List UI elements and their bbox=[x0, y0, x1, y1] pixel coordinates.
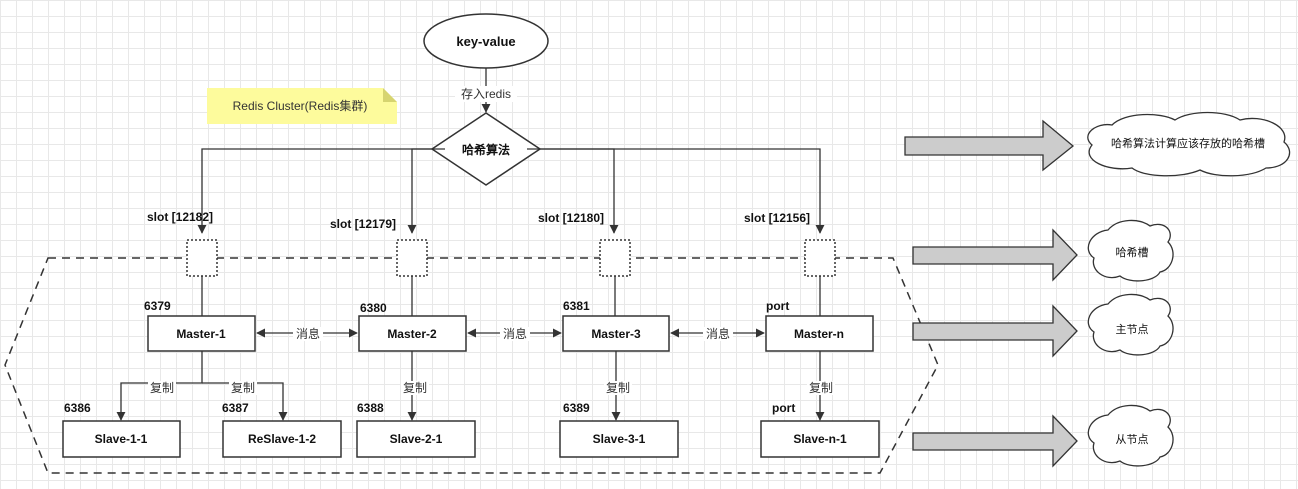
cluster-boundary bbox=[4, 257, 939, 474]
slave-port-1: 6386 bbox=[64, 401, 91, 415]
slave-port-3: 6388 bbox=[357, 401, 384, 415]
replicate-label-5: 复制 bbox=[809, 381, 833, 395]
master-port-2: 6380 bbox=[360, 301, 387, 315]
legend-arrow-slot bbox=[912, 228, 1078, 282]
slave-node-1: Slave-1-1 bbox=[62, 420, 181, 458]
master-port-4: port bbox=[766, 299, 789, 313]
slot-label-1: slot [12182] bbox=[147, 210, 213, 224]
slot-to-master-lines bbox=[201, 276, 821, 316]
replicate-label-3: 复制 bbox=[403, 381, 427, 395]
legend-arrow-master bbox=[912, 304, 1078, 358]
legend-text-slot: 哈希槽 bbox=[1116, 245, 1149, 259]
store-label: 存入redis bbox=[461, 87, 511, 101]
legend-text-slave: 从节点 bbox=[1116, 433, 1149, 446]
slave-port-4: 6389 bbox=[563, 401, 590, 415]
hash-algorithm-node: 哈希算法 bbox=[430, 112, 542, 186]
slave-port-2: 6387 bbox=[222, 401, 249, 415]
master-label-1: Master-1 bbox=[176, 327, 226, 341]
master-node-3: Master-3 bbox=[562, 315, 670, 352]
slave-label-3: Slave-2-1 bbox=[390, 432, 443, 446]
slot-label-4: slot [12156] bbox=[744, 211, 810, 225]
message-label-2: 消息 bbox=[503, 326, 527, 341]
slave-label-5: Slave-n-1 bbox=[793, 432, 847, 446]
master-node-4: Master-n bbox=[765, 315, 874, 352]
legend-arrow-slave bbox=[912, 414, 1078, 468]
legend-cloud-master: 主节点 bbox=[1087, 293, 1174, 356]
legend-arrow-hash bbox=[904, 119, 1075, 172]
key-value-label: key-value bbox=[456, 34, 515, 49]
legend-arrows bbox=[904, 119, 1078, 468]
master-label-3: Master-3 bbox=[591, 327, 641, 341]
replicate-label-2: 复制 bbox=[231, 381, 255, 395]
slave-node-5: Slave-n-1 bbox=[760, 420, 880, 458]
master-node-1: Master-1 bbox=[147, 315, 256, 352]
slave-port-5: port bbox=[772, 401, 795, 415]
slot-label-2: slot [12179] bbox=[330, 217, 396, 231]
slot-box-3 bbox=[599, 239, 631, 277]
slot-boxes bbox=[186, 239, 836, 277]
slot-label-3: slot [12180] bbox=[538, 211, 604, 225]
legend-text-master: 主节点 bbox=[1116, 323, 1149, 336]
master-port-3: 6381 bbox=[563, 299, 590, 313]
master-node-2: Master-2 bbox=[358, 315, 467, 352]
master-label-2: Master-2 bbox=[387, 327, 437, 341]
legend-text-hash: 哈希算法计算应该存放的哈希槽 bbox=[1111, 136, 1265, 150]
slot-box-1 bbox=[186, 239, 218, 277]
message-label-1: 消息 bbox=[296, 326, 320, 341]
master-port-1: 6379 bbox=[144, 299, 171, 313]
legend-cloud-slave: 从节点 bbox=[1087, 404, 1174, 467]
replicate-label-4: 复制 bbox=[606, 381, 630, 395]
slave-label-1: Slave-1-1 bbox=[95, 432, 148, 446]
legend-cloud-slot: 哈希槽 bbox=[1087, 219, 1174, 282]
master-label-4: Master-n bbox=[794, 327, 844, 341]
cluster-note: Redis Cluster(Redis集群) bbox=[207, 88, 397, 124]
hash-algorithm-label: 哈希算法 bbox=[462, 142, 510, 157]
slave-label-4: Slave-3-1 bbox=[593, 432, 646, 446]
slot-box-4 bbox=[804, 239, 836, 277]
cluster-note-text: Redis Cluster(Redis集群) bbox=[233, 98, 368, 113]
hash-to-slot-connectors bbox=[197, 148, 825, 234]
message-label-3: 消息 bbox=[706, 326, 730, 341]
slave-node-2: ReSlave-1-2 bbox=[222, 420, 342, 458]
slot-box-2 bbox=[396, 239, 428, 277]
replicate-label-1: 复制 bbox=[150, 381, 174, 395]
slave-node-4: Slave-3-1 bbox=[559, 420, 679, 458]
key-value-node: key-value bbox=[423, 13, 549, 69]
legend-cloud-hash: 哈希算法计算应该存放的哈希槽 bbox=[1087, 111, 1291, 177]
slave-label-2: ReSlave-1-2 bbox=[248, 432, 316, 446]
slave-node-3: Slave-2-1 bbox=[356, 420, 476, 458]
